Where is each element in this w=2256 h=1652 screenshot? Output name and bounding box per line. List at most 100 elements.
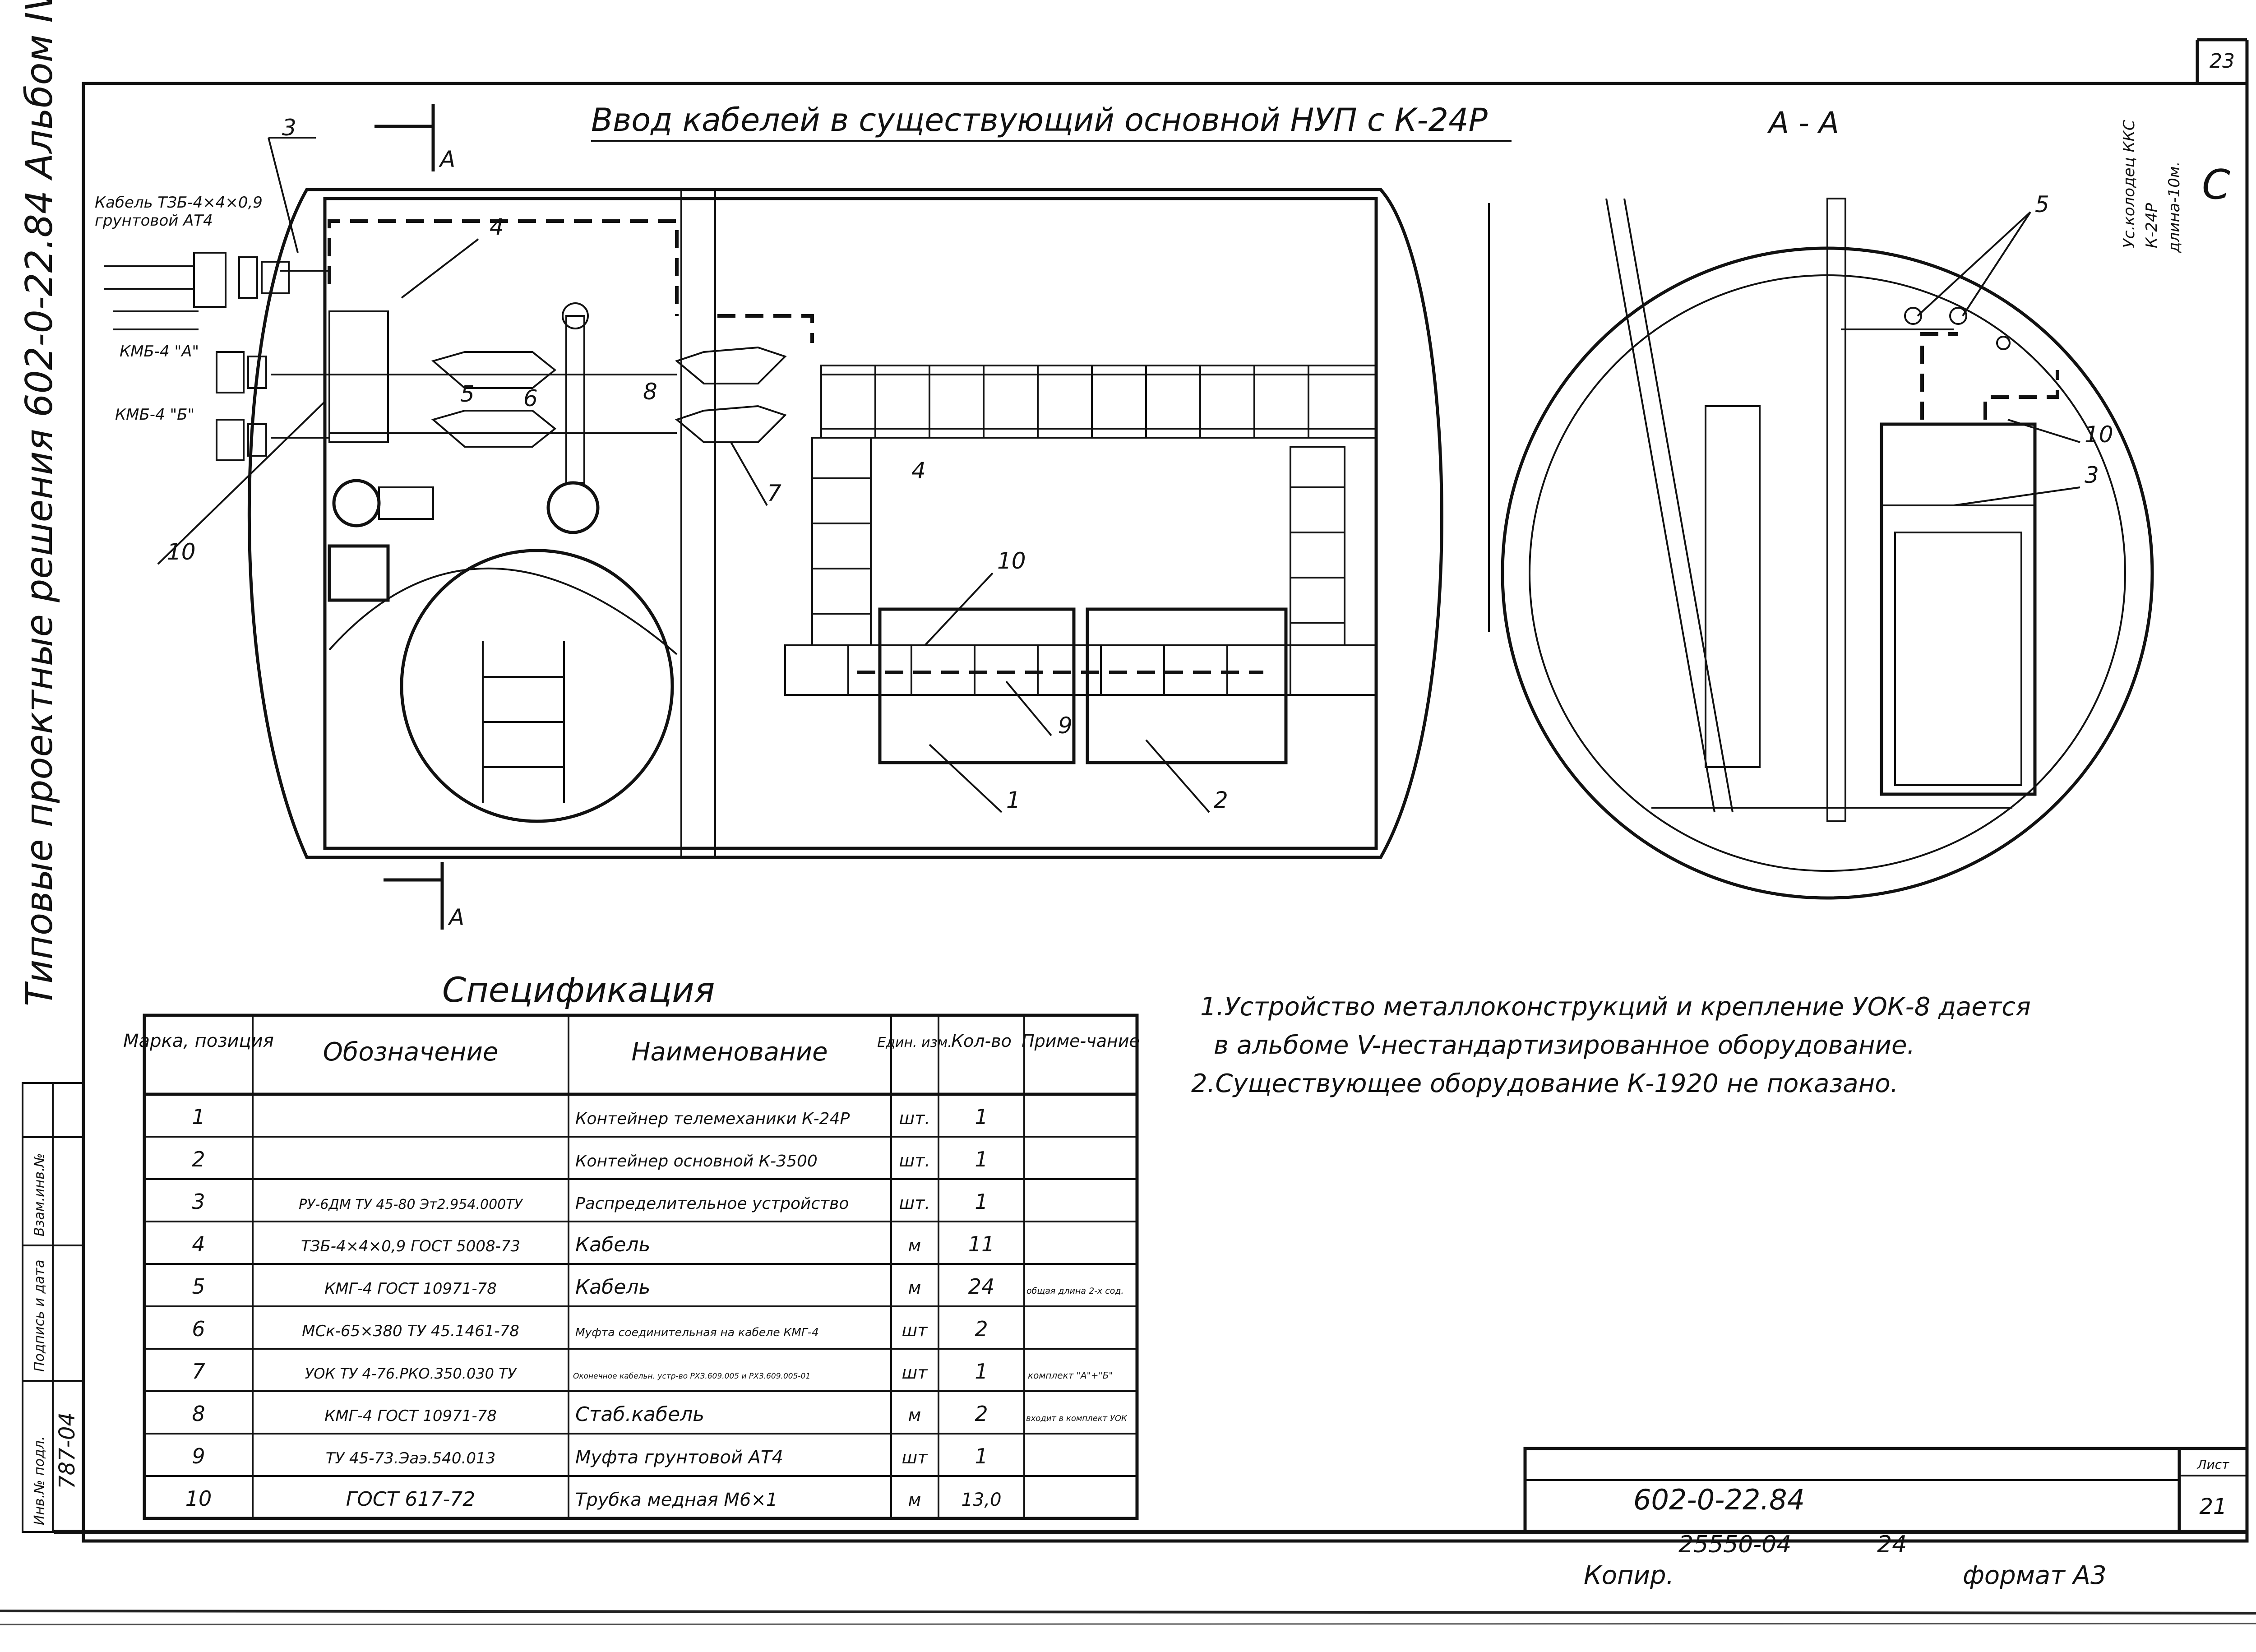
svg-text:13,0: 13,0	[961, 1490, 1001, 1510]
svg-text:8: 8	[192, 1402, 205, 1426]
header-qty: Кол-во	[951, 1031, 1012, 1051]
spec-title: Спецификация	[442, 970, 715, 1010]
inv-number: 787-04	[55, 1412, 80, 1489]
stamp-sheet-no: 21	[2199, 1494, 2227, 1519]
svg-text:КМГ-4 ГОСТ 10971-78: КМГ-4 ГОСТ 10971-78	[324, 1407, 497, 1425]
svg-text:шт: шт	[902, 1363, 929, 1383]
svg-text:1: 1	[975, 1359, 988, 1384]
svg-text:УОК ТУ 4-76.РКО.350.030 ТУ: УОК ТУ 4-76.РКО.350.030 ТУ	[305, 1365, 518, 1382]
right-note-1: Ус.колодец ККС	[2120, 120, 2138, 248]
svg-text:1: 1	[975, 1189, 988, 1214]
svg-text:1: 1	[975, 1147, 988, 1171]
cut-mark-top: А	[439, 146, 455, 172]
table-row: 6 МСк-65×380 ТУ 45.1461-78 Муфта соедини…	[192, 1317, 988, 1341]
svg-text:1: 1	[192, 1105, 205, 1129]
svg-text:ТЗБ-4×4×0,9 ГОСТ 5008-73: ТЗБ-4×4×0,9 ГОСТ 5008-73	[301, 1237, 520, 1255]
letter-c: С	[2202, 161, 2230, 208]
callout-7: 7	[767, 480, 781, 506]
inv-label: Инв.№ подл.	[32, 1436, 47, 1525]
plan-view: А А Кабель ТЗБ-4×4×0,9 грунтовой АТ4 КМБ…	[95, 104, 1443, 930]
callout-10b: 10	[997, 548, 1026, 574]
table-row: 10 ГОСТ 617-72 Трубка медная М6×1 м 13,0	[185, 1486, 1002, 1511]
svg-text:4: 4	[192, 1232, 205, 1256]
svg-text:комплект "А"+"Б": комплект "А"+"Б"	[1028, 1370, 1113, 1381]
svg-text:шт: шт	[902, 1448, 929, 1467]
svg-text:11: 11	[968, 1232, 995, 1256]
svg-text:ТУ 45-73.Эаэ.540.013: ТУ 45-73.Эаэ.540.013	[326, 1449, 496, 1467]
section-aa-view: 5 10 3 Ус.колодец ККС К-24Р длина-10м. С	[1488, 120, 2230, 900]
svg-text:3: 3	[192, 1189, 205, 1214]
callout-4b: 4	[911, 458, 926, 484]
cut-mark-bottom: А	[448, 904, 464, 930]
stamp-sheet-label: Лист	[2197, 1457, 2230, 1472]
callout-6: 6	[523, 385, 538, 412]
svg-text:шт.: шт.	[899, 1151, 930, 1171]
signature-label: Подпись и дата	[32, 1260, 47, 1372]
svg-text:7: 7	[192, 1359, 205, 1384]
format-label: формат А3	[1963, 1561, 2107, 1590]
svg-text:1: 1	[975, 1105, 988, 1129]
svg-text:10: 10	[185, 1486, 212, 1511]
callout-1: 1	[1006, 787, 1021, 813]
svg-text:Стаб.кабель: Стаб.кабель	[575, 1403, 704, 1426]
right-note-3: длина-10м.	[2165, 162, 2183, 253]
table-row: 4 ТЗБ-4×4×0,9 ГОСТ 5008-73 Кабель м 11	[192, 1232, 994, 1256]
callout-9: 9	[1058, 713, 1073, 739]
svg-text:шт.: шт.	[899, 1193, 930, 1213]
header-unit: Един. изм.	[877, 1035, 952, 1050]
table-row: 2 Контейнер основной К-3500 шт. 1	[192, 1147, 988, 1171]
copy-label: Копир.	[1584, 1561, 1674, 1590]
svg-text:Кабель: Кабель	[575, 1233, 650, 1256]
svg-text:РУ-6ДМ ТУ 45-80 Эт2.954.000ТУ: РУ-6ДМ ТУ 45-80 Эт2.954.000ТУ	[299, 1197, 523, 1212]
notes: 1.Устройство металлоконструкций и крепле…	[1191, 992, 2031, 1098]
svg-text:2: 2	[975, 1317, 988, 1341]
svg-text:Оконечное кабельн. устр-во РХЗ: Оконечное кабельн. устр-во РХЗ.609.005 и…	[573, 1372, 810, 1381]
callout-5: 5	[460, 381, 475, 407]
svg-text:входит в комплект УОК: входит в комплект УОК	[1026, 1414, 1128, 1423]
svg-text:м: м	[908, 1236, 921, 1255]
copy-page: 24	[1877, 1531, 1907, 1558]
svg-text:9: 9	[192, 1444, 205, 1468]
section-callout-3: 3	[2085, 462, 2099, 488]
table-row: 7 УОК ТУ 4-76.РКО.350.030 ТУ Оконечное к…	[192, 1359, 1113, 1384]
section-callout-5: 5	[2035, 191, 2049, 217]
callout-8: 8	[643, 379, 657, 405]
svg-text:5: 5	[192, 1274, 205, 1299]
svg-text:м: м	[908, 1405, 921, 1425]
svg-text:м: м	[908, 1490, 921, 1510]
album-side-title: Типовые проектные решения 602-0-22.84 Ал…	[18, 0, 61, 1006]
header-pos: Марка, позиция	[123, 1031, 274, 1051]
section-label: А - А	[1767, 106, 1839, 140]
title-block: 602-0-22.84 Лист 21	[1523, 1447, 2249, 1534]
replacement-label: Взам.инв.№	[32, 1153, 47, 1236]
note-1-cont: в альбоме V-нестандартизированное оборуд…	[1214, 1031, 1915, 1060]
svg-text:24: 24	[968, 1274, 995, 1299]
svg-text:шт.: шт.	[899, 1108, 930, 1128]
inventory-strip: Инв.№ подл. Подпись и дата Взам.инв.№ 78…	[22, 1082, 84, 1533]
svg-text:м: м	[908, 1278, 921, 1298]
header-designation: Обозначение	[323, 1037, 499, 1067]
cable-label-a: КМБ-4 "А"	[120, 342, 199, 361]
callout-2: 2	[1214, 787, 1228, 813]
stamp-code: 602-0-22.84	[1633, 1483, 1805, 1516]
callout-4: 4	[490, 214, 504, 240]
table-row: 1 Контейнер телемеханики К-24Р шт. 1	[192, 1105, 988, 1129]
header-note: Приме-чание	[1022, 1031, 1140, 1051]
svg-text:6: 6	[192, 1317, 205, 1341]
copy-number: 25550-04	[1678, 1531, 1791, 1558]
svg-text:Контейнер телемеханики К-24Р: Контейнер телемеханики К-24Р	[575, 1110, 850, 1128]
table-row: 5 КМГ-4 ГОСТ 10971-78 Кабель м 24 общая …	[192, 1274, 1123, 1299]
svg-text:1: 1	[975, 1444, 988, 1468]
cable-label-ground: грунтовой АТ4	[95, 212, 213, 230]
header-name: Наименование	[631, 1037, 828, 1067]
table-row: 9 ТУ 45-73.Эаэ.540.013 Муфта грунтовой А…	[192, 1444, 988, 1468]
section-callout-10: 10	[2085, 421, 2113, 448]
cable-label-tzb: Кабель ТЗБ-4×4×0,9	[95, 194, 263, 212]
svg-text:ГОСТ 617-72: ГОСТ 617-72	[346, 1488, 476, 1511]
svg-text:Муфта соединительная на кабеле: Муфта соединительная на кабеле КМГ-4	[575, 1326, 819, 1339]
svg-text:Кабель: Кабель	[575, 1276, 650, 1299]
svg-text:Трубка медная М6×1: Трубка медная М6×1	[575, 1490, 777, 1510]
sheet-number-top: 23	[2210, 50, 2235, 73]
svg-text:2: 2	[192, 1147, 205, 1171]
